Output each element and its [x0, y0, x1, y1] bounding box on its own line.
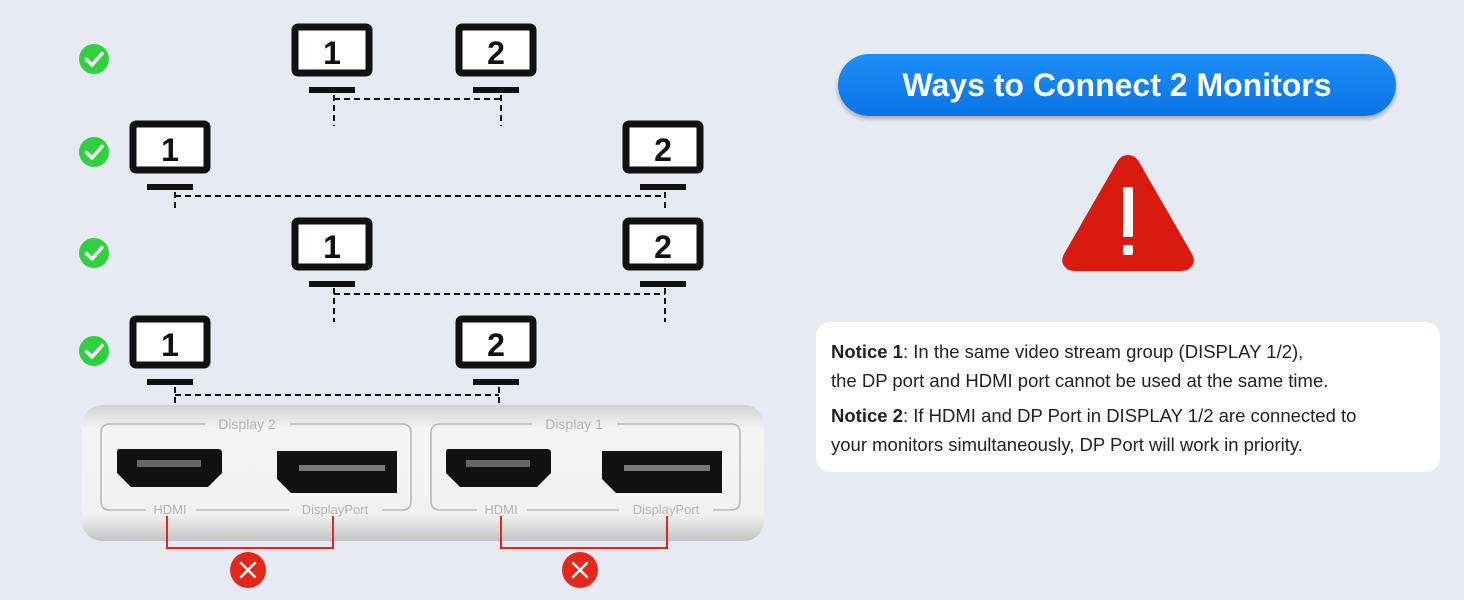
notice-1: Notice 1: In the same video stream group… — [831, 337, 1440, 395]
connection-diagram: 1 2 1 2 1 2 1 2 Display 2 — [77, 0, 764, 590]
display-2-port-group: Display 2 HDMI DisplayPort — [100, 416, 412, 517]
notice-1-label: Notice 1 — [831, 341, 903, 362]
monitor-number: 2 — [654, 229, 672, 265]
notice-box: Notice 1: In the same video stream group… — [816, 322, 1440, 472]
monitor-number: 1 — [323, 35, 341, 71]
config-3-connection — [333, 288, 666, 322]
display-2-dp-label: DisplayPort — [302, 502, 369, 517]
config-2-connection — [174, 192, 666, 210]
display-2-cross-icon — [228, 550, 268, 590]
display-1-dp-label: DisplayPort — [633, 502, 700, 517]
warning-triangle-icon — [1062, 155, 1194, 271]
display-2-displayport-port[interactable] — [277, 451, 397, 493]
config-1-monitor-1-icon: 1 — [295, 27, 369, 93]
monitor-number: 2 — [487, 35, 505, 71]
monitor-number: 1 — [323, 229, 341, 265]
display-1-hdmi-port[interactable] — [446, 449, 551, 487]
display-1-conflict-bracket — [500, 516, 668, 549]
notice-2: Notice 2: If HDMI and DP Port in DISPLAY… — [831, 401, 1440, 459]
connection-lines — [174, 95, 666, 420]
notice-1-line-1: : In the same video stream group (DISPLA… — [902, 341, 1304, 362]
config-1-connection — [333, 95, 502, 126]
notice-2-line-1: : If HDMI and DP Port in DISPLAY 1/2 are… — [902, 405, 1357, 426]
monitor-number: 1 — [161, 132, 179, 168]
display-1-hdmi-label: HDMI — [484, 502, 517, 517]
config-4-connection — [174, 387, 500, 420]
config-1-check-icon — [77, 42, 111, 76]
display-2-label: Display 2 — [218, 416, 276, 432]
monitor-number: 2 — [487, 327, 505, 363]
display-1-displayport-port[interactable] — [602, 451, 722, 493]
display-1-cross-icon — [560, 550, 600, 590]
notice-2-label: Notice 2 — [831, 405, 903, 426]
display-2-conflict-bracket — [166, 516, 334, 549]
config-2-monitor-1-icon: 1 — [133, 124, 207, 190]
display-1-label: Display 1 — [545, 416, 603, 432]
display-2-hdmi-label: HDMI — [153, 502, 186, 517]
monitor-number: 2 — [654, 132, 672, 168]
config-3-monitor-2-icon: 2 — [626, 221, 700, 287]
page-title: Ways to Connect 2 Monitors — [838, 54, 1396, 116]
monitor-number: 1 — [161, 327, 179, 363]
config-3-monitor-1-icon: 1 — [295, 221, 369, 287]
conflict-brackets — [166, 516, 668, 549]
config-2-check-icon — [77, 135, 111, 169]
config-3-check-icon — [77, 236, 111, 270]
config-4-monitor-2-icon: 2 — [459, 319, 533, 385]
config-4-check-icon — [77, 334, 111, 368]
hub-device: Display 2 HDMI DisplayPort Display 1 HDM… — [82, 405, 764, 541]
notice-1-line-2: the DP port and HDMI port cannot be used… — [831, 370, 1329, 391]
notice-2-line-2: your monitors simultaneously, DP Port wi… — [831, 434, 1303, 455]
display-2-hdmi-port[interactable] — [117, 449, 222, 487]
config-4-monitor-1-icon: 1 — [133, 319, 207, 385]
config-1-monitor-2-icon: 2 — [459, 27, 533, 93]
display-1-port-group: Display 1 HDMI DisplayPort — [430, 416, 741, 517]
config-2-monitor-2-icon: 2 — [626, 124, 700, 190]
